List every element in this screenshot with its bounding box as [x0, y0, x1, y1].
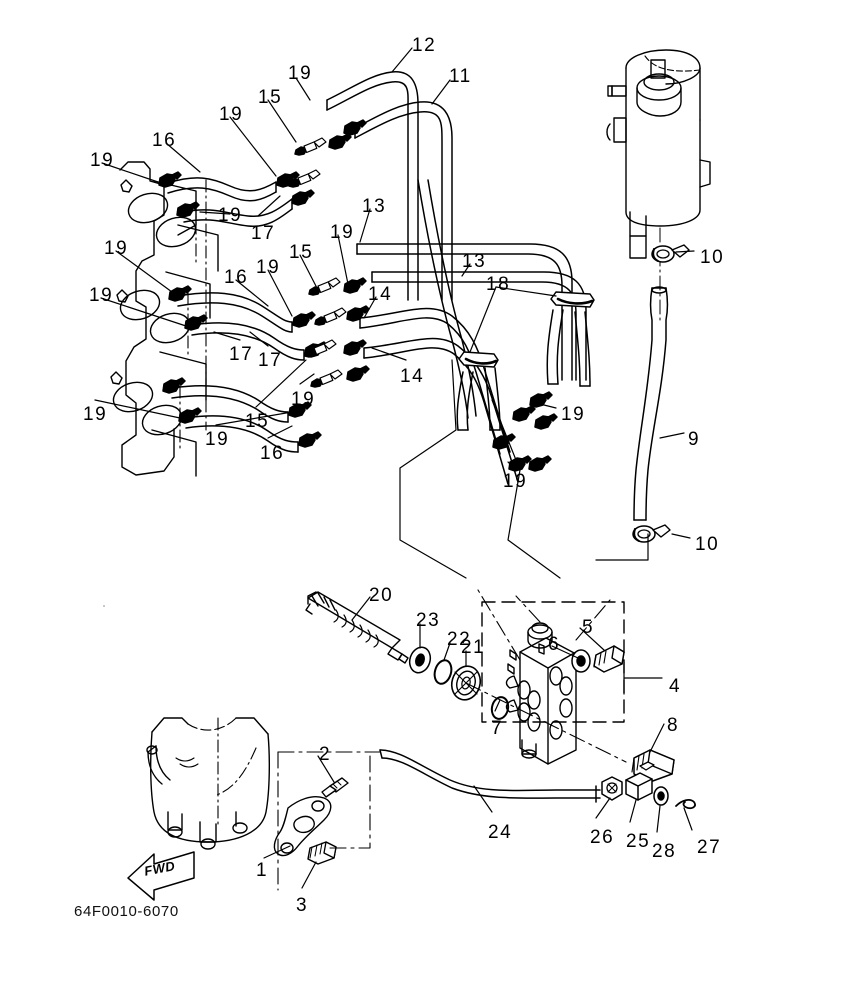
callout-19: 19 — [256, 257, 281, 278]
callout-17: 17 — [251, 223, 276, 244]
callout-27: 27 — [697, 837, 722, 858]
link-pin-2 — [321, 777, 349, 798]
callout-4: 4 — [669, 676, 682, 697]
hose-clamp-10-lower — [632, 524, 671, 543]
callout-17: 17 — [229, 344, 254, 365]
callout-11: 11 — [449, 66, 472, 87]
callout-23: 23 — [416, 610, 441, 631]
callout-19: 19 — [104, 238, 129, 259]
callout-16: 16 — [152, 130, 177, 151]
callout-12: 12 — [412, 35, 437, 56]
part-number-label: 64F0010-6070 — [74, 903, 179, 920]
callout-3: 3 — [296, 895, 309, 916]
oil-pump-body — [505, 622, 577, 765]
callout-7: 7 — [491, 718, 504, 739]
callout-16: 16 — [260, 443, 285, 464]
oil-pump-driveshaft-20 — [305, 591, 409, 664]
callout-19: 19 — [330, 222, 355, 243]
callout-13: 13 — [462, 251, 487, 272]
leader-lines — [94, 47, 695, 891]
pump-link-arm-1 — [273, 796, 332, 857]
pump-bolt-5 — [593, 645, 625, 673]
callout-22: 22 — [447, 629, 472, 650]
oil-delivery-hose-24 — [379, 749, 601, 803]
callout-19: 19 — [291, 389, 316, 410]
callout-10: 10 — [695, 534, 720, 555]
callout-25: 25 — [626, 831, 651, 852]
callout-6: 6 — [548, 634, 561, 655]
callout-19: 19 — [205, 429, 230, 450]
pump-shaft-hardware — [408, 646, 482, 701]
callout-18: 18 — [486, 274, 511, 295]
link-screw-3 — [307, 841, 337, 865]
callout-15: 15 — [245, 411, 270, 432]
hose-ends-splay — [456, 309, 591, 431]
callout-19: 19 — [561, 404, 586, 425]
callout-28: 28 — [652, 841, 677, 862]
callout-14: 14 — [368, 284, 393, 305]
callout-19: 19 — [503, 471, 528, 492]
callout-19: 19 — [89, 285, 114, 306]
callout-19: 19 — [288, 63, 313, 84]
fwd-direction-marker — [127, 851, 195, 901]
callout-19: 19 — [90, 150, 115, 171]
callout-19: 19 — [219, 104, 244, 125]
engine-intake-manifold — [110, 161, 219, 477]
callout-13: 13 — [362, 196, 387, 217]
callout-26: 26 — [590, 827, 615, 848]
callout-15: 15 — [289, 242, 314, 263]
callout-1: 1 — [256, 860, 269, 881]
hose-bundle-14 — [359, 307, 519, 485]
hose-descending-pair — [417, 179, 477, 419]
callout-20: 20 — [369, 585, 394, 606]
callout-10: 10 — [700, 247, 725, 268]
washer-28 — [653, 786, 669, 806]
clip-27 — [675, 799, 696, 810]
callout-15: 15 — [258, 87, 283, 108]
callout-19: 19 — [218, 205, 243, 226]
hose-bundle-13 — [356, 243, 587, 381]
callout-5: 5 — [582, 617, 595, 638]
hose-clamp-10-upper — [651, 244, 690, 263]
callout-17: 17 — [258, 350, 283, 371]
callout-2: 2 — [319, 744, 332, 765]
callout-21: 21 — [461, 637, 486, 658]
pipe-fitting-25 — [625, 761, 655, 801]
hose-nut-26 — [601, 776, 623, 801]
callout-24: 24 — [488, 822, 513, 843]
oil-feed-hose-9 — [633, 286, 669, 521]
oil-tank-reservoir — [606, 49, 711, 323]
callout-9: 9 — [688, 429, 701, 450]
callout-14: 14 — [400, 366, 425, 387]
callout-16: 16 — [224, 267, 249, 288]
carburetor-housing — [146, 717, 271, 850]
callout-19: 19 — [83, 404, 108, 425]
banjo-bolt-8 — [631, 749, 675, 783]
pump-washer-6 — [571, 649, 591, 673]
hose-band-clip-18 — [458, 291, 595, 368]
hose-12-and-11 — [326, 71, 453, 301]
callout-8: 8 — [667, 715, 680, 736]
